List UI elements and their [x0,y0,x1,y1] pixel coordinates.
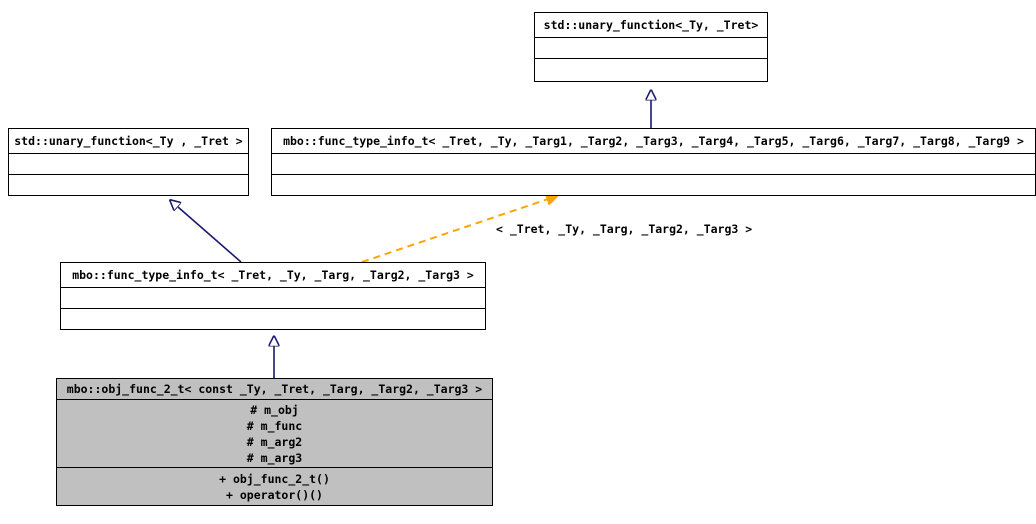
class-box-mbo-obj-func-2-t[interactable]: mbo::obj_func_2_t< const _Ty, _Tret, _Ta… [56,378,493,506]
class-operations-std-unary-function-left [9,175,248,195]
class-title-mbo-func-type-info-t-9: mbo::func_type_info_t< _Tret, _Ty, _Targ… [272,129,1035,154]
class-box-std-unary-function-left[interactable]: std::unary_function<_Ty , _Tret > [8,128,249,196]
class-operations-mbo-obj-func-2-t: + obj_func_2_t() + operator()() [57,468,492,505]
class-operations-std-unary-function-top [535,59,767,81]
attribute-row: # m_func [246,418,303,433]
attribute-row: # m_arg3 [246,450,303,465]
class-title-mbo-obj-func-2-t: mbo::obj_func_2_t< const _Ty, _Tret, _Ta… [57,379,492,400]
edge-inherit-functypeinfo3-to-unaryfunctionleft [170,200,242,263]
operation-row: + obj_func_2_t() [219,471,330,486]
template-binding-label: < _Tret, _Ty, _Targ, _Targ2, _Targ3 > [496,222,753,236]
attribute-row: # m_obj [250,402,299,417]
class-attributes-mbo-obj-func-2-t: # m_obj # m_func # m_arg2 # m_arg3 [57,400,492,468]
class-box-std-unary-function-top[interactable]: std::unary_function<_Ty, _Tret> [534,12,768,82]
class-operations-mbo-func-type-info-t-3 [61,309,485,329]
class-title-std-unary-function-top: std::unary_function<_Ty, _Tret> [535,13,767,38]
class-operations-mbo-func-type-info-t-9 [272,175,1035,195]
attribute-row: # m_arg2 [246,434,303,449]
class-box-mbo-func-type-info-t-3[interactable]: mbo::func_type_info_t< _Tret, _Ty, _Targ… [60,262,486,330]
class-title-mbo-func-type-info-t-3: mbo::func_type_info_t< _Tret, _Ty, _Targ… [61,263,485,288]
class-attributes-std-unary-function-top [535,38,767,59]
class-attributes-mbo-func-type-info-t-9 [272,154,1035,175]
class-box-mbo-func-type-info-t-9[interactable]: mbo::func_type_info_t< _Tret, _Ty, _Targ… [271,128,1036,196]
operation-row: + operator()() [226,487,323,502]
class-attributes-mbo-func-type-info-t-3 [61,288,485,309]
class-title-std-unary-function-left: std::unary_function<_Ty , _Tret > [9,129,248,154]
class-attributes-std-unary-function-left [9,154,248,175]
